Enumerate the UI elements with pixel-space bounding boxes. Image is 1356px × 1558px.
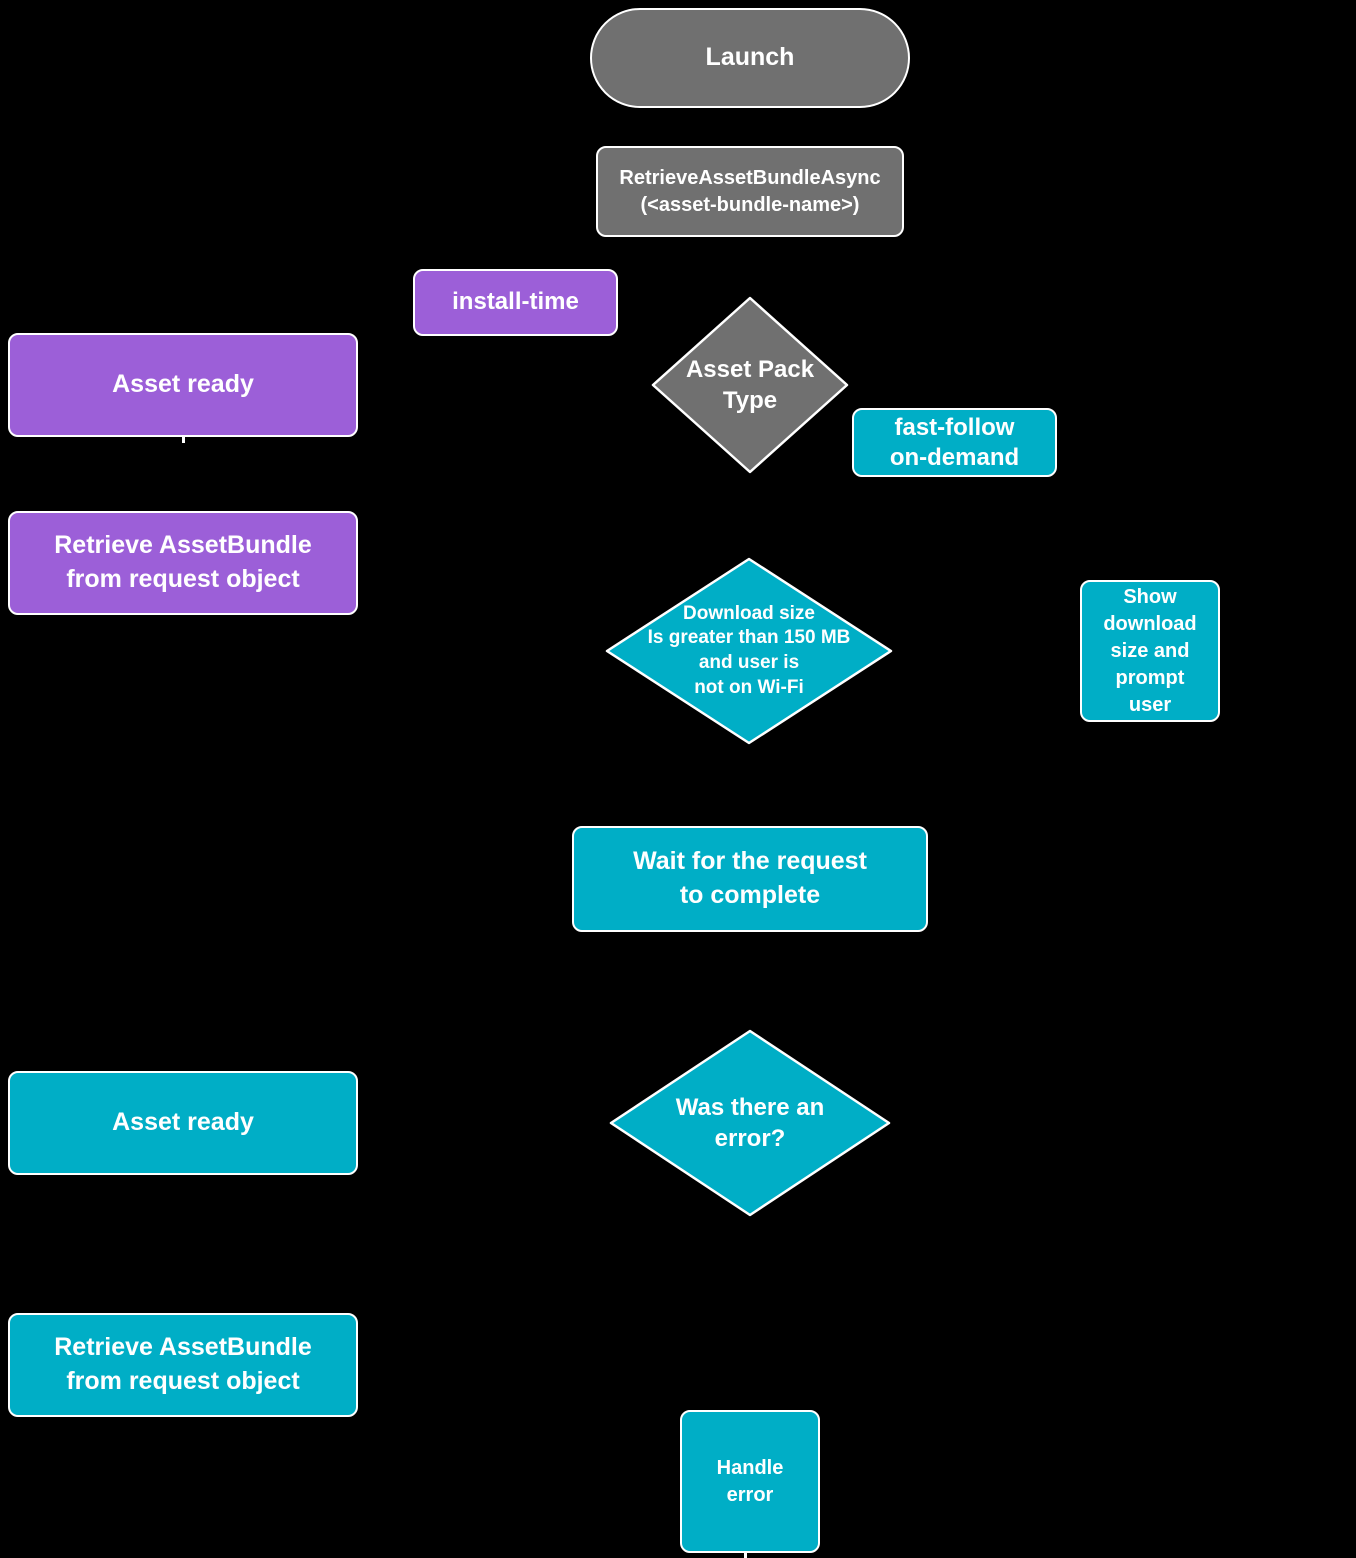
decision-asset-pack-type: Asset Pack Type (650, 295, 850, 475)
connector-stub-asset-ready-install (182, 437, 185, 443)
diamond-shape (651, 296, 849, 474)
node-show-download-prompt: Show download size and prompt user (1080, 580, 1220, 722)
node-wait-for-request: Wait for the request to complete (572, 826, 928, 932)
connector-stub-handle-error (744, 1553, 747, 1558)
diamond-shape (605, 557, 893, 745)
node-retrieve-bundle-install: Retrieve AssetBundle from request object (8, 511, 358, 615)
node-retrieve-bundle-ondemand: Retrieve AssetBundle from request object (8, 1313, 358, 1417)
node-asset-ready-install: Asset ready (8, 333, 358, 437)
decision-download-size-label: Download size Is greater than 150 MB and… (647, 602, 851, 698)
decision-download-size: Download size Is greater than 150 MB and… (604, 556, 894, 746)
diamond-shape (609, 1029, 891, 1217)
node-launch: Launch (590, 8, 910, 108)
node-install-time-branch: install-time (413, 269, 618, 336)
node-retrieve-asset-bundle-async: RetrieveAssetBundleAsync (<asset-bundle-… (596, 146, 904, 237)
decision-asset-pack-type-label: Asset Pack Type (685, 355, 815, 414)
decision-was-there-error-label: Was there an error? (675, 1093, 825, 1152)
node-handle-error: Handle error (680, 1410, 820, 1553)
decision-was-there-error: Was there an error? (608, 1028, 892, 1218)
node-fast-follow-branch: fast-follow on-demand (852, 408, 1057, 477)
node-asset-ready-ondemand: Asset ready (8, 1071, 358, 1175)
